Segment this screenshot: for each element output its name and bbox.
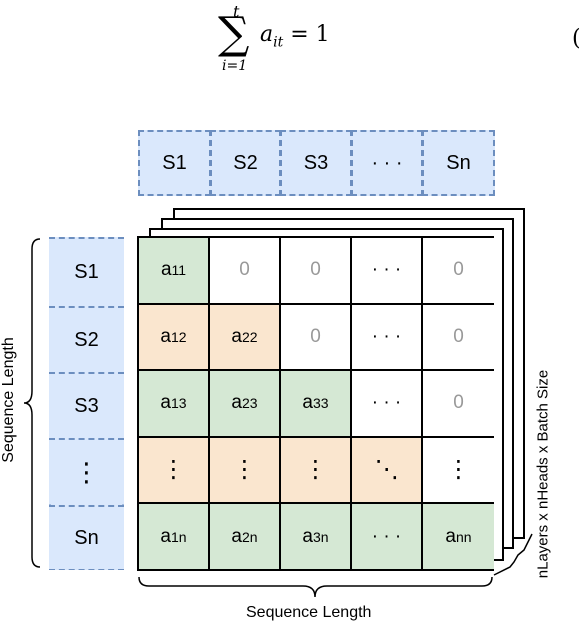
cell-text: ⋱ [374, 456, 399, 484]
cell-subscript: 12 [171, 328, 187, 345]
bottom-axis-label: Sequence Length [246, 604, 372, 621]
matrix-cell-r1-c4: · · · [352, 238, 423, 305]
cell-text: · · · [371, 259, 402, 281]
right-brace-icon [493, 533, 533, 576]
matrix-cell-r3-c5: 0 [423, 371, 494, 438]
cropped-paren: ( [572, 26, 581, 51]
right-axis-label: nLayers x nHeads x Batch Size [534, 369, 552, 579]
matrix-cell-r5-c4: · · · [352, 504, 423, 569]
cell-text: 0 [453, 325, 464, 347]
cell-subscript: 2n [242, 528, 258, 545]
sum-lower-limit: i=1 [222, 58, 248, 74]
sum-upper-limit: t [233, 2, 240, 21]
matrix-cell-r2-c5: 0 [423, 304, 494, 371]
cell-text: · · · [371, 525, 402, 547]
formula-variable: a [260, 22, 274, 47]
cell-text: 0 [453, 259, 464, 281]
cell-subscript: 1n [171, 528, 187, 545]
left-sequence-cell-2: S2 [49, 306, 124, 372]
cell-base: a [302, 392, 313, 414]
matrix-cell-r4-c2: ⋮ [210, 437, 281, 504]
top-sequence-cell-3: S3 [280, 130, 352, 196]
cell-base: a [160, 525, 171, 547]
attention-sum-formula: t ∑ i=1 ait = 1 [210, 0, 370, 80]
cell-text: 0 [453, 392, 464, 414]
matrix-cell-r1-c5: 0 [423, 238, 494, 305]
matrix-cell-r3-c4: · · · [352, 371, 423, 438]
cell-text: ⋮ [303, 456, 328, 484]
cell-text: · · · [371, 325, 402, 347]
matrix-cell-r2-c4: · · · [352, 304, 423, 371]
cell-text: 0 [239, 259, 250, 281]
matrix-cell-r4-c4: ⋱ [352, 437, 423, 504]
top-sequence-cell-5: Sn [422, 130, 495, 196]
left-sequence-cell-4: ⋮ [49, 438, 124, 504]
left-axis-label: Sequence Length [0, 337, 17, 463]
cell-text: ⋮ [161, 456, 186, 484]
left-sequence-cell-1: S1 [49, 239, 124, 305]
cell-base: a [231, 525, 242, 547]
formula-body: ait = 1 [260, 22, 330, 50]
matrix-cell-r4-c1: ⋮ [139, 437, 210, 504]
sigma-symbol: ∑ [218, 8, 250, 59]
cell-subscript: 33 [313, 395, 329, 412]
matrix-cell-r2-c3: 0 [281, 304, 352, 371]
cell-base: a [302, 525, 313, 547]
cell-base: a [160, 259, 172, 281]
cell-subscript: nn [456, 528, 472, 545]
cell-text: 0 [310, 325, 321, 347]
cell-text: ⋮ [232, 456, 257, 484]
cell-subscript: 11 [171, 262, 187, 279]
left-sequence-cell-3: S3 [49, 372, 124, 438]
cell-text: ⋮ [446, 456, 471, 484]
cell-subscript: 23 [242, 395, 258, 412]
left-sequence-cell-5: Sn [49, 505, 124, 569]
top-sequence-cell-2: S2 [210, 130, 281, 196]
cell-base: a [160, 392, 171, 414]
matrix-cell-r1-c2: 0 [210, 238, 281, 305]
cell-subscript: 3n [313, 528, 329, 545]
left-brace-icon [23, 238, 41, 568]
cell-base: a [160, 325, 171, 347]
cell-base: a [445, 525, 456, 547]
matrix-cell-r4-c3: ⋮ [281, 437, 352, 504]
bottom-brace-icon [138, 576, 493, 598]
cell-subscript: 22 [242, 328, 258, 345]
top-sequence-cell-1: S1 [138, 130, 211, 196]
formula-rhs: = 1 [290, 22, 330, 47]
matrix-cell-r4-c5: ⋮ [423, 437, 494, 504]
top-sequence-cell-4: · · · [351, 130, 423, 196]
matrix-cell-r1-c3: 0 [281, 238, 352, 305]
cell-base: a [231, 325, 242, 347]
cell-text: · · · [371, 392, 402, 414]
formula-subscript: it [273, 34, 284, 51]
cell-base: a [231, 392, 242, 414]
cell-subscript: 13 [171, 395, 187, 412]
cell-text: 0 [310, 259, 321, 281]
